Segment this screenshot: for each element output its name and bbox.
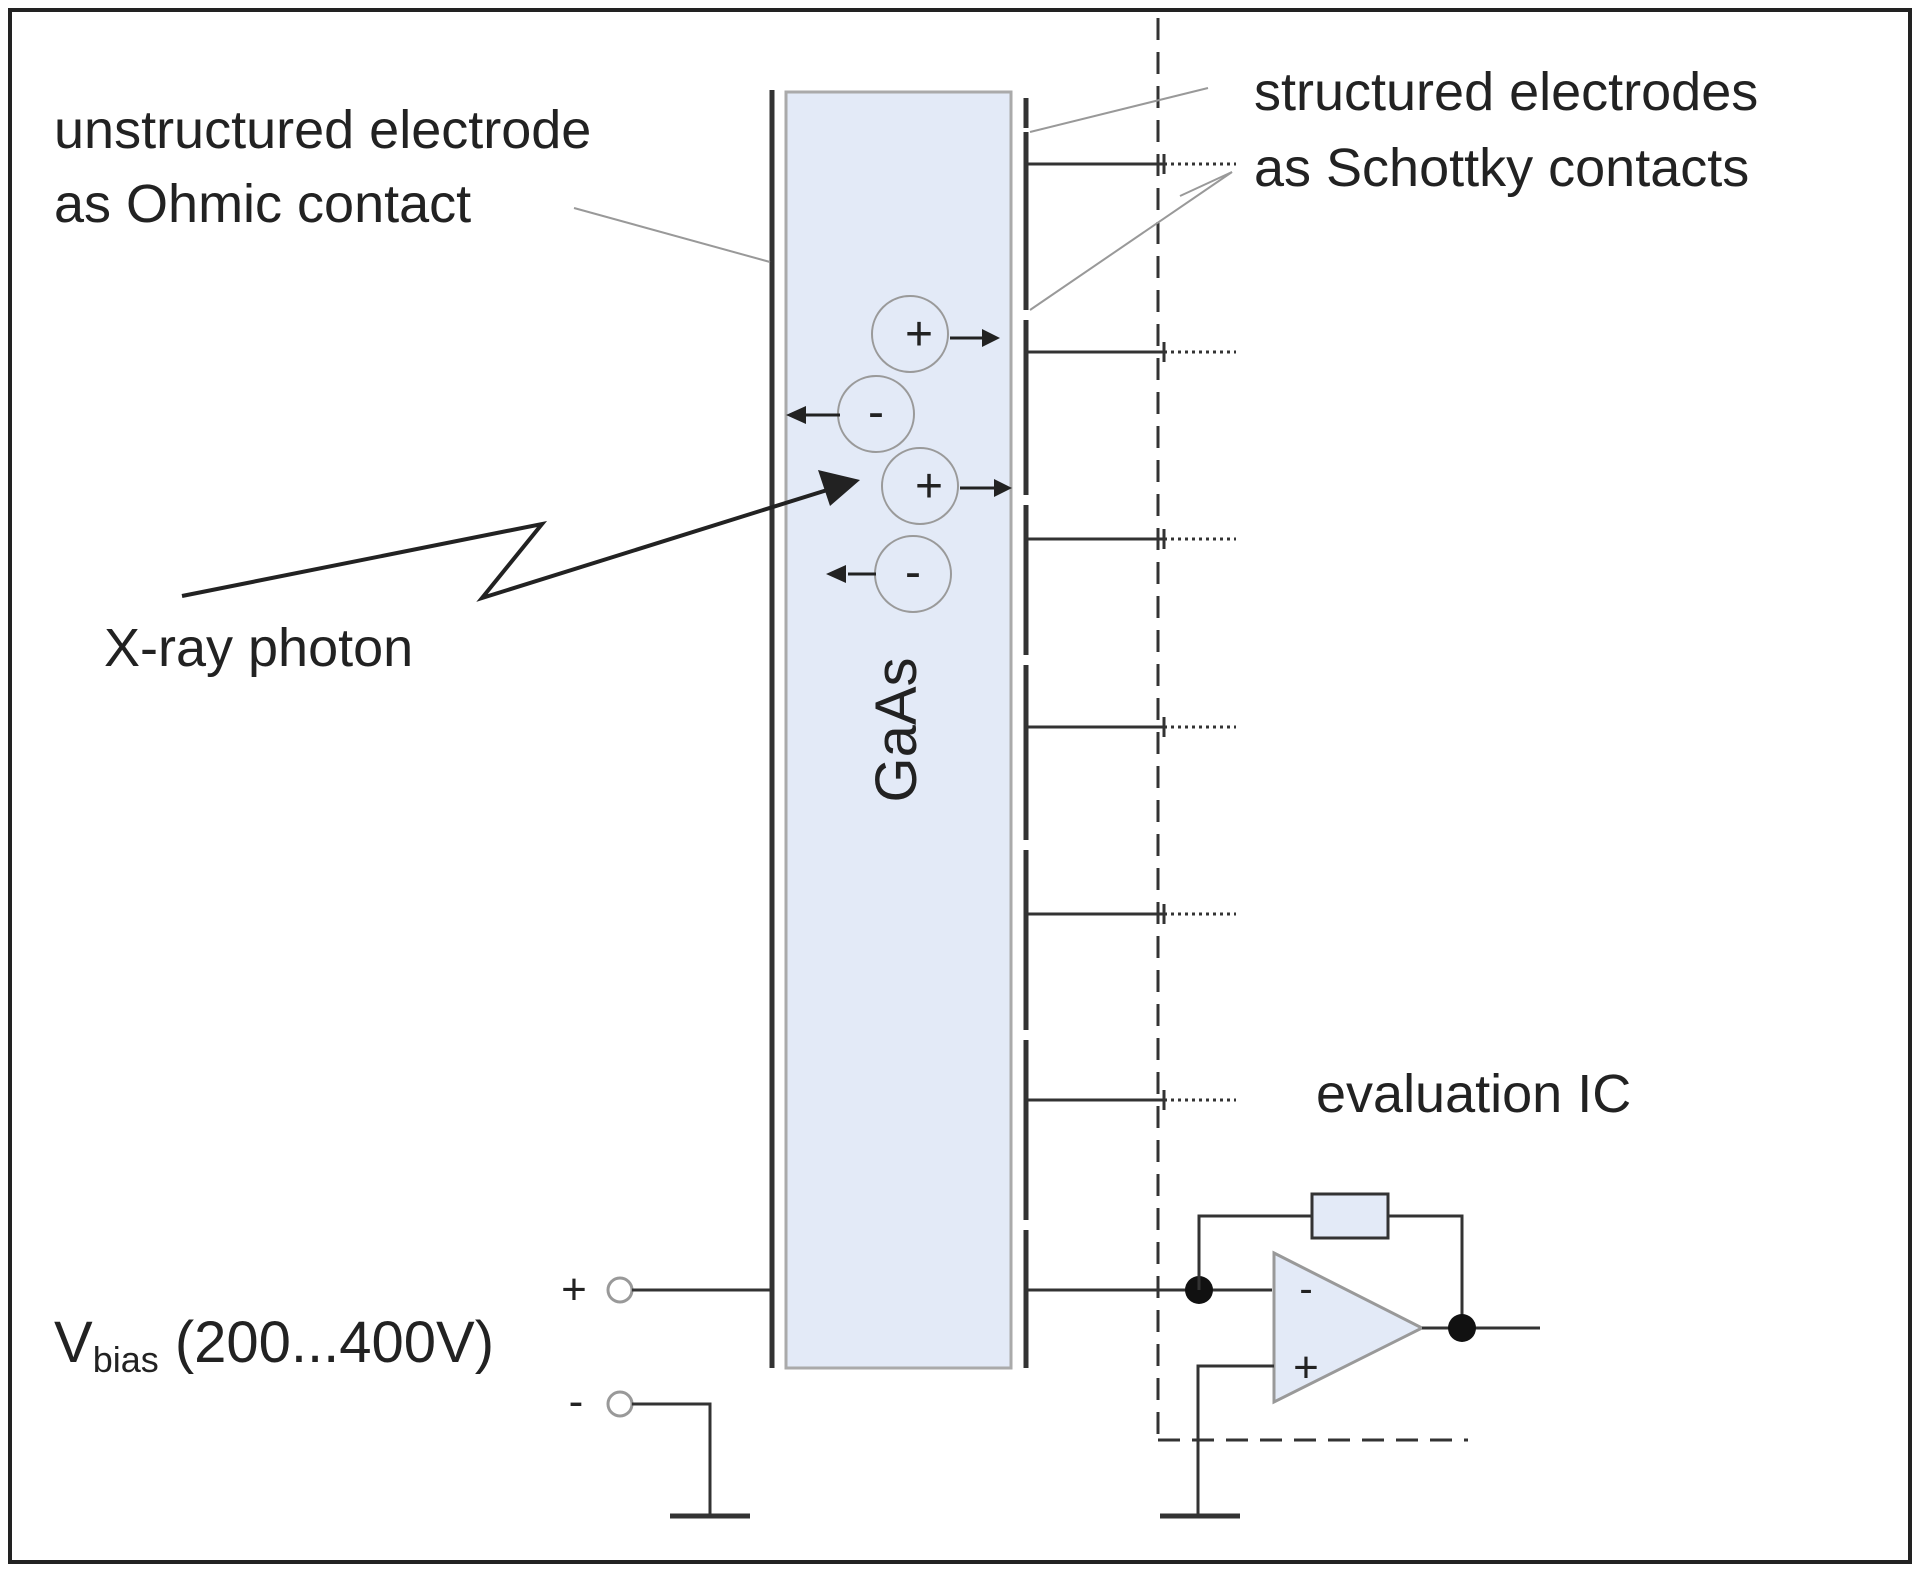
evaluation-ic-boundary [1156,18,1468,1442]
vbias-subscript: bias [93,1339,159,1380]
terminal-minus-label: - [569,1377,584,1426]
electrode-leads [1026,154,1166,1110]
leader-lines [573,87,1233,311]
hole-sign-1: + [905,308,933,361]
electron-sign-1: - [868,386,884,439]
bias-terminal-plus [606,1276,772,1304]
feedback-resistor [1310,1192,1390,1240]
dotted-leads [1164,162,1236,1102]
carrier-arrows [786,329,1012,583]
xray-photon-arrow [181,470,860,602]
vbias-range: (200...400V) [159,1310,494,1375]
electron-sign-2: - [905,546,921,599]
hole-carrier-1: + [871,295,949,373]
hole-carrier-2: + [881,447,959,525]
electron-carrier-1: - [837,375,915,453]
unstructured-label-line1: unstructured electrode [54,100,591,160]
vbias-label: Vbias (200...400V) [54,1310,494,1380]
evaluation-ic-label: evaluation IC [1316,1064,1631,1124]
noninverting-wire [1196,1364,1274,1516]
unstructured-label-line2: as Ohmic contact [54,174,471,234]
electron-carrier-2: - [874,535,952,613]
bias-terminal-minus [606,1390,712,1516]
gaas-label: GaAs [864,657,929,802]
structured-label-line1: structured electrodes [1254,62,1758,122]
hole-sign-2: + [915,460,943,513]
structured-label-line2: as Schottky contacts [1254,138,1749,198]
op-amp [1272,1250,1426,1405]
opamp-inverting-label: - [1299,1267,1312,1311]
xray-photon-label: X-ray photon [104,618,413,678]
terminal-plus-label: + [561,1265,587,1314]
output-node [1448,1314,1476,1342]
vbias-main: V [54,1310,93,1375]
opamp-noninverting-label: + [1293,1343,1319,1392]
